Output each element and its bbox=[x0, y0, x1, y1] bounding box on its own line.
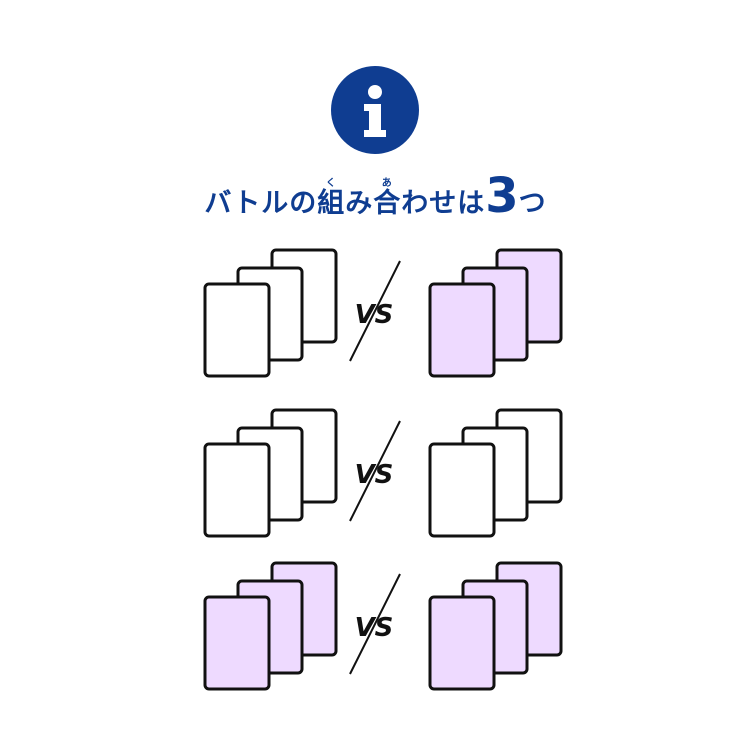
page-title: バトルの組くみ合あわせは3つ bbox=[0, 172, 750, 220]
vs-divider-1: VS bbox=[349, 260, 401, 362]
card bbox=[428, 282, 496, 378]
title-after: わせは bbox=[401, 188, 486, 219]
card bbox=[203, 595, 271, 691]
title-a: 合あ bbox=[373, 178, 402, 219]
vs-label: VS bbox=[355, 300, 394, 330]
vs-label: VS bbox=[355, 460, 394, 490]
left-card-stack-2 bbox=[203, 408, 338, 538]
title-number: 3 bbox=[485, 168, 519, 224]
vs-divider-3: VS bbox=[349, 573, 401, 675]
title-before: バトルの bbox=[204, 188, 318, 219]
title-tail: つ bbox=[518, 188, 546, 219]
vs-slash bbox=[349, 573, 401, 675]
vs-divider-2: VS bbox=[349, 420, 401, 522]
card bbox=[203, 282, 271, 378]
card bbox=[428, 442, 496, 538]
card bbox=[428, 595, 496, 691]
right-card-stack-3 bbox=[428, 561, 563, 691]
title-mi: み bbox=[345, 188, 374, 219]
vs-slash bbox=[349, 420, 401, 522]
title-kumi: 組く bbox=[317, 178, 346, 219]
left-card-stack-1 bbox=[203, 248, 338, 378]
card bbox=[203, 442, 271, 538]
info-icon bbox=[331, 66, 419, 154]
vs-label: VS bbox=[355, 613, 394, 643]
info-glyph bbox=[364, 85, 386, 137]
left-card-stack-3 bbox=[203, 561, 338, 691]
right-card-stack-1 bbox=[428, 248, 563, 378]
right-card-stack-2 bbox=[428, 408, 563, 538]
vs-slash bbox=[349, 260, 401, 362]
